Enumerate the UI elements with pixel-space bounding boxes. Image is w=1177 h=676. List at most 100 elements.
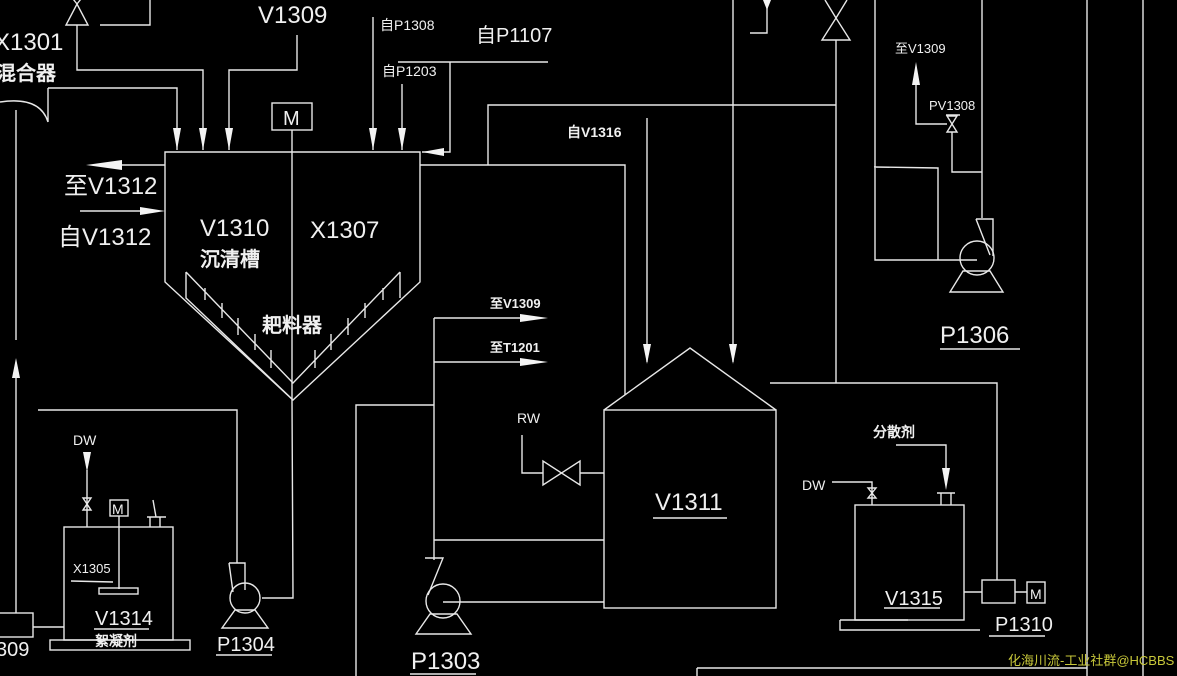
motor-label: M	[112, 501, 124, 517]
arrow-icon	[520, 314, 548, 322]
mixer-tag: X1301	[0, 29, 63, 56]
label-309: 309	[0, 639, 29, 661]
mixer-x1301: X1301 混合器 V1309	[0, 0, 327, 340]
pipe-settler-to-p1304	[262, 130, 294, 599]
pipe-overflow	[420, 104, 836, 395]
agitator-shaft	[118, 499, 166, 589]
settler-tag: V1310	[200, 215, 269, 242]
pump-base	[220, 609, 270, 629]
arrow-up-icon	[912, 62, 920, 85]
label-to-v1312: 至V1312	[64, 173, 157, 200]
motor-label: M	[283, 108, 300, 130]
arrow-up-icon	[12, 358, 20, 378]
arrow-icon	[422, 148, 444, 156]
pump-tag: P1304	[217, 634, 275, 656]
arrow-icon	[520, 358, 548, 366]
motor-box	[1026, 581, 1046, 604]
rake-name: 耙料器	[262, 314, 323, 337]
tank-base	[49, 639, 191, 651]
tank-309-box	[0, 612, 34, 638]
control-valve-icon[interactable]	[945, 114, 960, 133]
tank-tag: V1315	[885, 588, 943, 610]
tank-body	[854, 504, 965, 621]
tank-body	[603, 409, 777, 609]
pump-inlet	[425, 557, 445, 596]
pump-base	[948, 270, 1005, 293]
label-to-v1309: 至V1309	[895, 41, 946, 56]
label-dw: DW	[802, 477, 826, 493]
label-to-t1201: 至T1201	[490, 340, 540, 355]
dispersant-tank-v1315: 分散剂 DW V1315 M P1310	[802, 424, 1053, 637]
tank-v1311: V1311 RW 自V1316	[517, 0, 998, 609]
pump-icon	[229, 582, 261, 614]
label-dw: DW	[73, 432, 97, 448]
underline	[70, 580, 114, 583]
mixer-outline	[0, 88, 49, 340]
label-dispersant: 分散剂	[873, 424, 915, 440]
pipe	[76, 25, 204, 150]
pipes	[750, 0, 998, 580]
label-v1309: V1309	[258, 2, 327, 29]
pump-tag: P1310	[995, 614, 1053, 636]
tank-tag: V1311	[655, 489, 723, 516]
label-from-p1107: 自P1107	[476, 24, 552, 47]
arrow-right-icon	[140, 207, 165, 215]
label-rw: RW	[517, 410, 541, 426]
pump-icon	[959, 240, 995, 276]
agitator-tag: X1305	[73, 561, 111, 576]
settler-name: 沉清槽	[200, 247, 260, 271]
pump-p1310-body[interactable]	[981, 579, 1016, 604]
coagulant-tank-v1314: 309 DW M X1305 V1314 絮凝剂	[0, 358, 191, 661]
pipes	[355, 317, 604, 676]
settler-inlets: 自P1308 自P1203 自P1107	[369, 17, 552, 156]
valve-icon[interactable]	[542, 459, 581, 487]
valve-tag: PV1308	[929, 98, 975, 113]
arrow-icon	[763, 0, 771, 10]
arrow-icon	[942, 468, 950, 490]
pump-tag: P1306	[940, 322, 1009, 349]
pipe	[38, 409, 238, 563]
arrow-icon	[398, 128, 406, 150]
rake-blades	[185, 271, 401, 401]
label-from-p1308: 自P1308	[380, 17, 435, 33]
settler-body	[164, 151, 421, 401]
tank-base	[839, 620, 980, 631]
pump-p1304[interactable]: P1304	[38, 409, 275, 656]
settler-v1310: M V1310 沉清槽 X1307 耙料器 至V1312 自V1312	[58, 102, 836, 599]
rake-tag: X1307	[310, 217, 379, 244]
arrow-left-icon	[86, 160, 122, 170]
pump-base	[414, 613, 473, 635]
arrow-icon	[173, 128, 181, 150]
arrow-icon	[369, 128, 377, 150]
pump-p1303[interactable]: 至V1309 至T1201 P1303	[355, 296, 604, 676]
pump-icon	[425, 583, 461, 619]
pipes	[873, 0, 983, 261]
agitator-paddle	[98, 587, 139, 595]
pipe	[80, 164, 165, 212]
pipe	[896, 444, 947, 470]
label-from-v1316: 自V1316	[567, 124, 622, 140]
pump-inlet	[975, 218, 994, 256]
pump-p1306[interactable]: 至V1309 PV1308 P1306	[873, 0, 1020, 350]
pipe	[72, 0, 151, 26]
tank-name: 絮凝剂	[95, 633, 137, 649]
drawing-frame	[696, 0, 1144, 676]
mixer-name: 混合器	[0, 61, 57, 85]
pipe-from-v1309	[228, 35, 298, 150]
arrow-icon	[83, 452, 91, 472]
label-from-v1312: 自V1312	[58, 224, 151, 251]
valve-icon	[81, 497, 93, 511]
watermark: 化海川流-工业社群@HCBBS	[1008, 653, 1175, 668]
tank-tag: V1314	[95, 608, 153, 630]
valve-icon	[64, 2, 90, 26]
nozzle	[937, 492, 955, 505]
label-from-p1203: 自P1203	[382, 63, 437, 79]
arrow-icon	[643, 344, 651, 364]
label-to-v1309: 至V1309	[490, 296, 541, 311]
tank-roof	[603, 347, 777, 411]
arrow-icon	[225, 128, 233, 150]
pipe-with-valve	[832, 481, 878, 505]
valve-icon[interactable]	[820, 0, 852, 41]
pipe	[521, 435, 604, 474]
arrow-icon	[199, 128, 207, 150]
